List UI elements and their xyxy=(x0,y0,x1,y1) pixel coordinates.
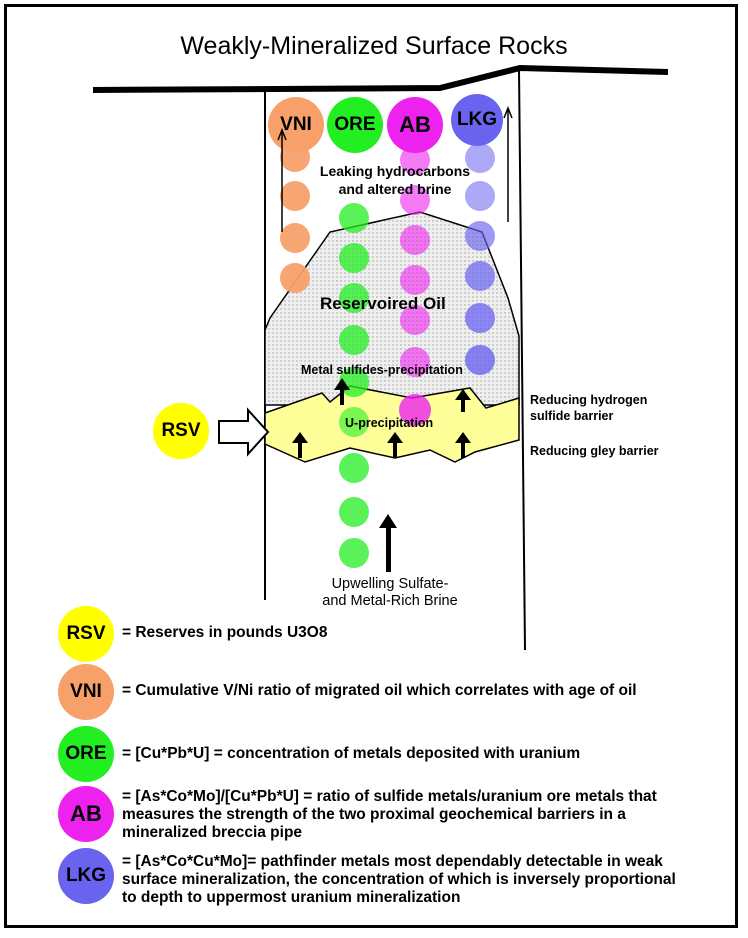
legend-ab: AB = [As*Co*Mo]/[Cu*Pb*U] = ratio of sul… xyxy=(58,786,657,842)
diagram-title: Weakly-Mineralized Surface Rocks xyxy=(180,32,568,60)
ab-dot xyxy=(399,394,431,426)
ab-header-circle xyxy=(387,97,443,153)
legend-rsv-circle: RSV xyxy=(58,606,114,662)
ore-dot xyxy=(339,407,369,437)
legend-rsv-text: = Reserves in pounds U3O8 xyxy=(122,624,328,641)
lkg-dot xyxy=(465,143,495,173)
figure-frame xyxy=(4,4,738,928)
legend-lkg-text-2: surface mineralization, the concentratio… xyxy=(122,871,676,888)
leaking-line1: Leaking hydrocarbons xyxy=(319,163,471,179)
ore-dot xyxy=(339,243,369,273)
bold-arrows xyxy=(292,378,471,572)
u-precipitation-label: U-precipitation xyxy=(345,416,434,430)
leaking-line2: and altered brine xyxy=(338,181,452,197)
leaking-label: Leaking hydrocarbons and altered brine xyxy=(300,162,490,198)
leak-arrow-right xyxy=(503,105,513,222)
lkg-header-circle xyxy=(451,94,503,146)
ab-dot xyxy=(400,225,430,255)
lkg-dot xyxy=(465,181,495,211)
ab-dot xyxy=(400,185,430,215)
arrow-up-icon xyxy=(455,432,471,458)
ore-dot xyxy=(339,453,369,483)
metal-sulfides-label: Metal sulfides-precipitation xyxy=(301,363,463,377)
lkg-dot xyxy=(465,303,495,333)
ore-header-circle xyxy=(327,97,383,153)
reservoir-label: Reservoired Oil xyxy=(320,294,446,313)
ab-header-label: AB xyxy=(399,112,431,137)
rsv-label: RSV xyxy=(161,420,201,441)
upwelling-line1: Upwelling Sulfate- xyxy=(331,576,449,592)
legend-lkg: LKG = [As*Co*Cu*Mo]= pathfinder metals m… xyxy=(58,848,676,907)
vni-dot xyxy=(280,223,310,253)
legend-lkg-text-1: = [As*Co*Cu*Mo]= pathfinder metals most … xyxy=(122,853,663,870)
ore-dot xyxy=(339,325,369,355)
legend-vni-circle: VNI xyxy=(58,664,114,720)
upwelling-label: Upwelling Sulfate- and Metal-Rich Brine xyxy=(315,576,465,610)
h2s-barrier-label: Reducing hydrogen sulfide barrier xyxy=(530,392,647,424)
legend-vni: VNI = Cumulative V/Ni ratio of migrated … xyxy=(58,664,637,720)
vni-dot xyxy=(280,263,310,293)
h2s-line1: Reducing hydrogen xyxy=(530,393,648,407)
ore-header-label: ORE xyxy=(334,114,376,135)
ab-dot xyxy=(400,347,430,377)
legend-rsv: RSV = Reserves in pounds U3O8 xyxy=(58,606,327,662)
ore-dot xyxy=(339,497,369,527)
legend-ab-text-2: measures the strength of the two proxima… xyxy=(122,806,626,823)
arrow-up-icon xyxy=(334,378,350,405)
ab-dot xyxy=(400,145,430,175)
legend-ab-circle: AB xyxy=(58,786,114,842)
legend-ore: ORE = [Cu*Pb*U] = concentration of metal… xyxy=(58,726,580,782)
arrow-up-icon xyxy=(387,432,403,458)
h2s-line2: sulfide barrier xyxy=(530,409,614,423)
rsv-circle xyxy=(153,403,209,459)
surface-line xyxy=(92,64,669,93)
ab-dots xyxy=(399,145,431,426)
legend-ore-text: = [Cu*Pb*U] = concentration of metals de… xyxy=(122,745,581,762)
lkg-dots xyxy=(465,143,495,375)
lkg-dot xyxy=(465,261,495,291)
lkg-dot xyxy=(465,221,495,251)
leak-arrow-left xyxy=(277,127,287,232)
ore-dot xyxy=(339,203,369,233)
pipe-wall-right xyxy=(518,69,526,651)
rsv-arrow-icon xyxy=(218,407,270,457)
lkg-dot xyxy=(465,345,495,375)
legend-ore-circle: ORE xyxy=(58,726,114,782)
gley-barrier-label: Reducing gley barrier xyxy=(530,444,659,458)
legend-ab-text-1: = [As*Co*Mo]/[Cu*Pb*U] = ratio of sulfid… xyxy=(122,788,657,805)
legend-lkg-circle: LKG xyxy=(58,848,114,904)
arrow-up-icon xyxy=(292,432,308,458)
arrow-up-icon xyxy=(379,514,397,572)
ore-dots xyxy=(339,203,369,568)
ab-dot xyxy=(400,305,430,335)
legend-vni-text: = Cumulative V/Ni ratio of migrated oil … xyxy=(122,682,637,699)
vni-header-label: VNI xyxy=(280,114,312,135)
ab-dot xyxy=(400,265,430,295)
legend-lkg-text-3: to depth to uppermost uranium mineraliza… xyxy=(122,889,461,906)
lkg-header-label: LKG xyxy=(456,109,498,130)
ore-dot xyxy=(339,538,369,568)
legend-ab-text-3: mineralized breccia pipe xyxy=(122,824,303,841)
arrow-up-icon xyxy=(455,389,471,412)
vni-dot xyxy=(280,181,310,211)
upwelling-line2: and Metal-Rich Brine xyxy=(322,593,458,609)
ore-dot xyxy=(339,283,369,313)
